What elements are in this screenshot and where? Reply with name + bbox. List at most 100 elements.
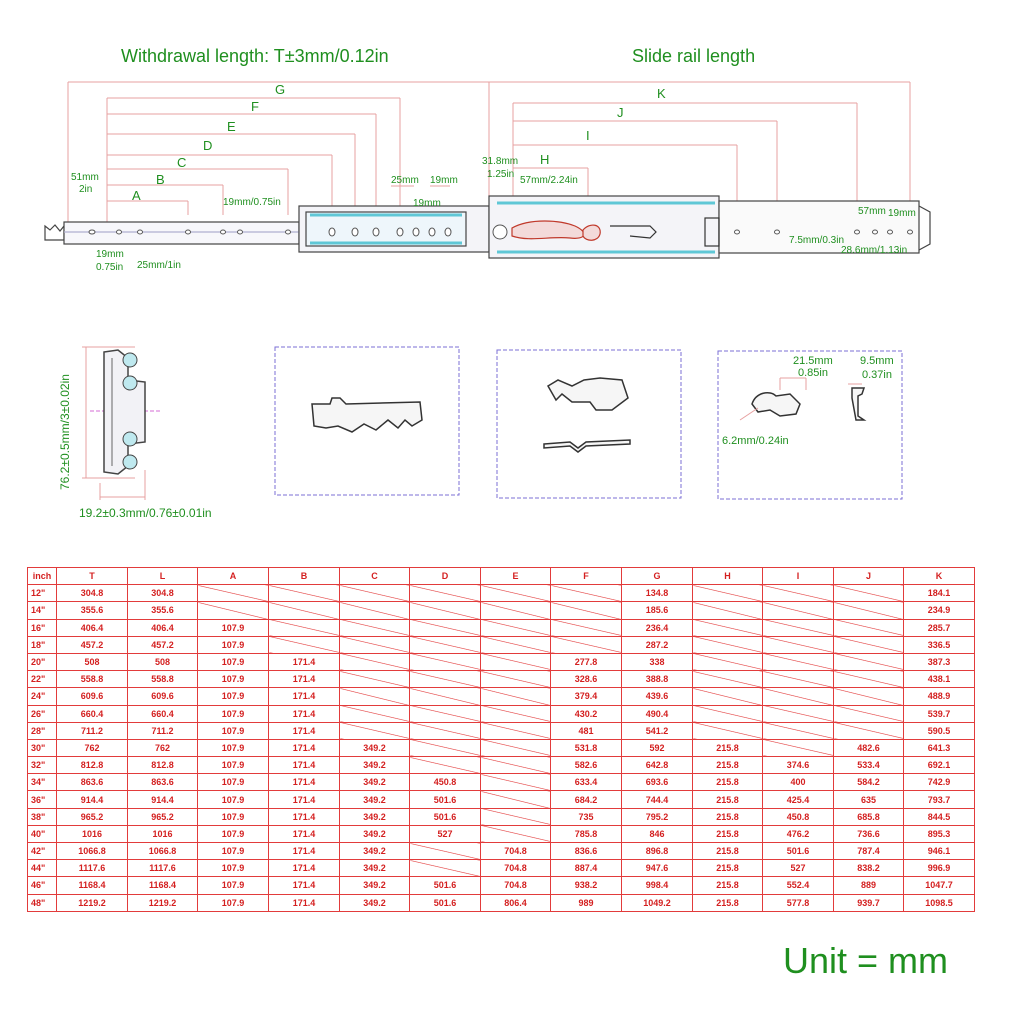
table-cell: 785.8 bbox=[550, 824, 622, 844]
unit-label: Unit = mm bbox=[783, 940, 949, 981]
column-header: C bbox=[339, 566, 410, 586]
size-cell: 36" bbox=[27, 790, 57, 809]
table-cell bbox=[692, 652, 763, 672]
table-cell: 215.8 bbox=[692, 756, 763, 775]
cross-section-view: 76.2±0.5mm/3±0.02in 19.2±0.3mm/0.76±0.01… bbox=[58, 346, 212, 520]
table-cell bbox=[762, 721, 834, 740]
table-cell: 171.4 bbox=[268, 841, 340, 861]
table-cell bbox=[480, 807, 551, 826]
table-cell bbox=[692, 635, 763, 654]
table-cell bbox=[409, 738, 481, 758]
dim-19mm-a: 19mm bbox=[430, 175, 458, 186]
table-cell: 349.2 bbox=[339, 893, 410, 912]
table-cell: 577.8 bbox=[762, 893, 834, 912]
table-cell: 171.4 bbox=[268, 738, 340, 758]
dim-57mm-224in: 57mm/2.24in bbox=[520, 175, 578, 186]
table-cell: 457.2 bbox=[127, 635, 198, 654]
table-cell: 762 bbox=[56, 738, 128, 758]
table-cell: 215.8 bbox=[692, 773, 763, 792]
dimension-values: 51mm 2in 19mm/0.75in 25mm 19mm 19mm 19mm… bbox=[71, 156, 916, 273]
table-cell bbox=[480, 601, 551, 620]
table-cell bbox=[762, 670, 834, 689]
table-cell: 482.6 bbox=[833, 738, 904, 758]
label-k: K bbox=[657, 86, 666, 101]
table-cell: 501.6 bbox=[762, 841, 834, 861]
table-cell: 476.2 bbox=[762, 824, 834, 844]
table-cell bbox=[409, 601, 481, 620]
height-dimension: 76.2±0.5mm/3±0.02in bbox=[58, 374, 72, 490]
table-cell: 171.4 bbox=[268, 756, 340, 775]
table-cell bbox=[409, 584, 481, 603]
table-cell: 1049.2 bbox=[621, 893, 693, 912]
dim-2in: 2in bbox=[79, 184, 92, 195]
column-header: B bbox=[268, 566, 340, 586]
table-cell: 438.1 bbox=[903, 670, 975, 689]
size-cell: 30" bbox=[27, 738, 57, 758]
column-header: I bbox=[762, 566, 834, 586]
table-cell bbox=[480, 704, 551, 723]
table-cell: 501.6 bbox=[409, 876, 481, 895]
table-cell: 234.9 bbox=[903, 601, 975, 620]
table-cell: 939.7 bbox=[833, 893, 904, 912]
table-cell: 107.9 bbox=[197, 704, 269, 723]
table-cell: 965.2 bbox=[127, 807, 198, 826]
table-cell bbox=[833, 670, 904, 689]
table-cell bbox=[197, 584, 269, 603]
table-cell: 582.6 bbox=[550, 756, 622, 775]
table-cell: 488.9 bbox=[903, 687, 975, 706]
table-cell: 946.1 bbox=[903, 841, 975, 861]
table-cell bbox=[833, 618, 904, 637]
table-cell bbox=[409, 756, 481, 775]
table-cell bbox=[409, 859, 481, 878]
detail-box-2 bbox=[496, 349, 682, 499]
table-cell: 895.3 bbox=[903, 824, 975, 844]
table-cell: 349.2 bbox=[339, 876, 410, 895]
table-cell: 171.4 bbox=[268, 859, 340, 878]
table-cell bbox=[762, 687, 834, 706]
detail-box-1 bbox=[274, 346, 460, 496]
table-cell: 812.8 bbox=[56, 756, 128, 775]
table-cell: 171.4 bbox=[268, 773, 340, 792]
label-i: I bbox=[586, 128, 590, 143]
table-cell: 1168.4 bbox=[56, 876, 128, 895]
table-cell bbox=[268, 618, 340, 637]
table-cell: 1047.7 bbox=[903, 876, 975, 895]
table-cell: 508 bbox=[127, 652, 198, 672]
table-cell: 107.9 bbox=[197, 876, 269, 895]
table-cell bbox=[480, 773, 551, 792]
table-cell bbox=[480, 687, 551, 706]
table-cell: 965.2 bbox=[56, 807, 128, 826]
column-header: E bbox=[480, 566, 551, 586]
table-cell: 552.4 bbox=[762, 876, 834, 895]
table-cell: 660.4 bbox=[56, 704, 128, 723]
table-cell: 501.6 bbox=[409, 893, 481, 912]
table-cell bbox=[409, 721, 481, 740]
table-cell: 457.2 bbox=[56, 635, 128, 654]
table-cell: 107.9 bbox=[197, 687, 269, 706]
table-cell: 304.8 bbox=[56, 584, 128, 603]
table-cell: 349.2 bbox=[339, 807, 410, 826]
table-cell: 844.5 bbox=[903, 807, 975, 826]
table-cell bbox=[409, 652, 481, 672]
detail-dims: 21.5mm 0.85in 9.5mm 0.37in 6.2mm/0.24in bbox=[722, 355, 894, 447]
table-cell: 947.6 bbox=[621, 859, 693, 878]
table-cell: 711.2 bbox=[127, 721, 198, 740]
table-cell: 328.6 bbox=[550, 670, 622, 689]
table-cell: 490.4 bbox=[621, 704, 693, 723]
table-cell: 508 bbox=[56, 652, 128, 672]
table-cell: 171.4 bbox=[268, 876, 340, 895]
table-cell: 1219.2 bbox=[56, 893, 128, 912]
table-cell bbox=[833, 601, 904, 620]
table-cell bbox=[339, 618, 410, 637]
table-cell bbox=[692, 704, 763, 723]
table-cell: 107.9 bbox=[197, 807, 269, 826]
table-cell bbox=[480, 738, 551, 758]
table-cell bbox=[833, 721, 904, 740]
